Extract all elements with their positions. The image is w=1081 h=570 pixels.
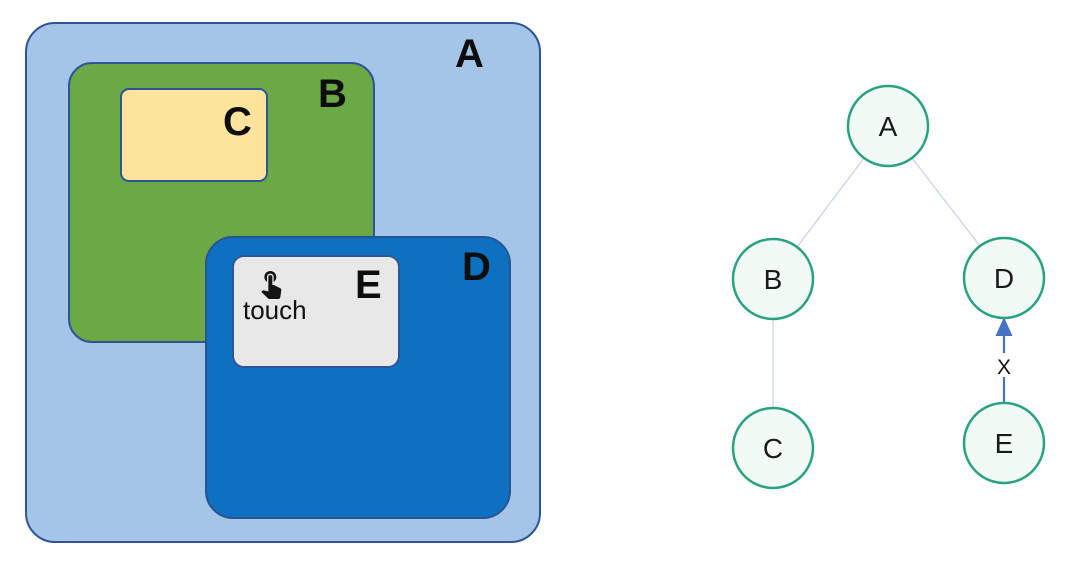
edge-a-b — [796, 157, 865, 248]
tree-node-b-label: B — [764, 264, 783, 295]
box-b-label: B — [318, 72, 347, 116]
box-e-label: E — [355, 263, 382, 307]
tree-node-a-label: A — [879, 111, 898, 142]
box-e — [232, 255, 400, 368]
box-d-label: D — [462, 245, 491, 289]
tree-node-a — [846, 84, 930, 168]
touch-caption: touch — [243, 295, 307, 325]
edge-e-d-arrowhead-icon — [995, 317, 1013, 336]
tree-node-d-label: D — [994, 263, 1014, 294]
tree-node-e-label: E — [995, 428, 1014, 459]
box-a-label: A — [455, 32, 484, 76]
box-c — [120, 88, 268, 182]
box-c-label: C — [223, 100, 252, 144]
touch-app-icon — [261, 271, 282, 299]
edge-a-d — [911, 157, 981, 247]
tree-node-c-label: C — [763, 433, 783, 464]
tree-node-c — [731, 406, 815, 490]
tree-node-e — [962, 401, 1046, 485]
tree-node-b — [731, 237, 815, 321]
tree-node-d — [962, 236, 1046, 320]
edge-e-d-label-bg — [994, 353, 1014, 377]
edge-e-d-label: X — [997, 356, 1011, 379]
